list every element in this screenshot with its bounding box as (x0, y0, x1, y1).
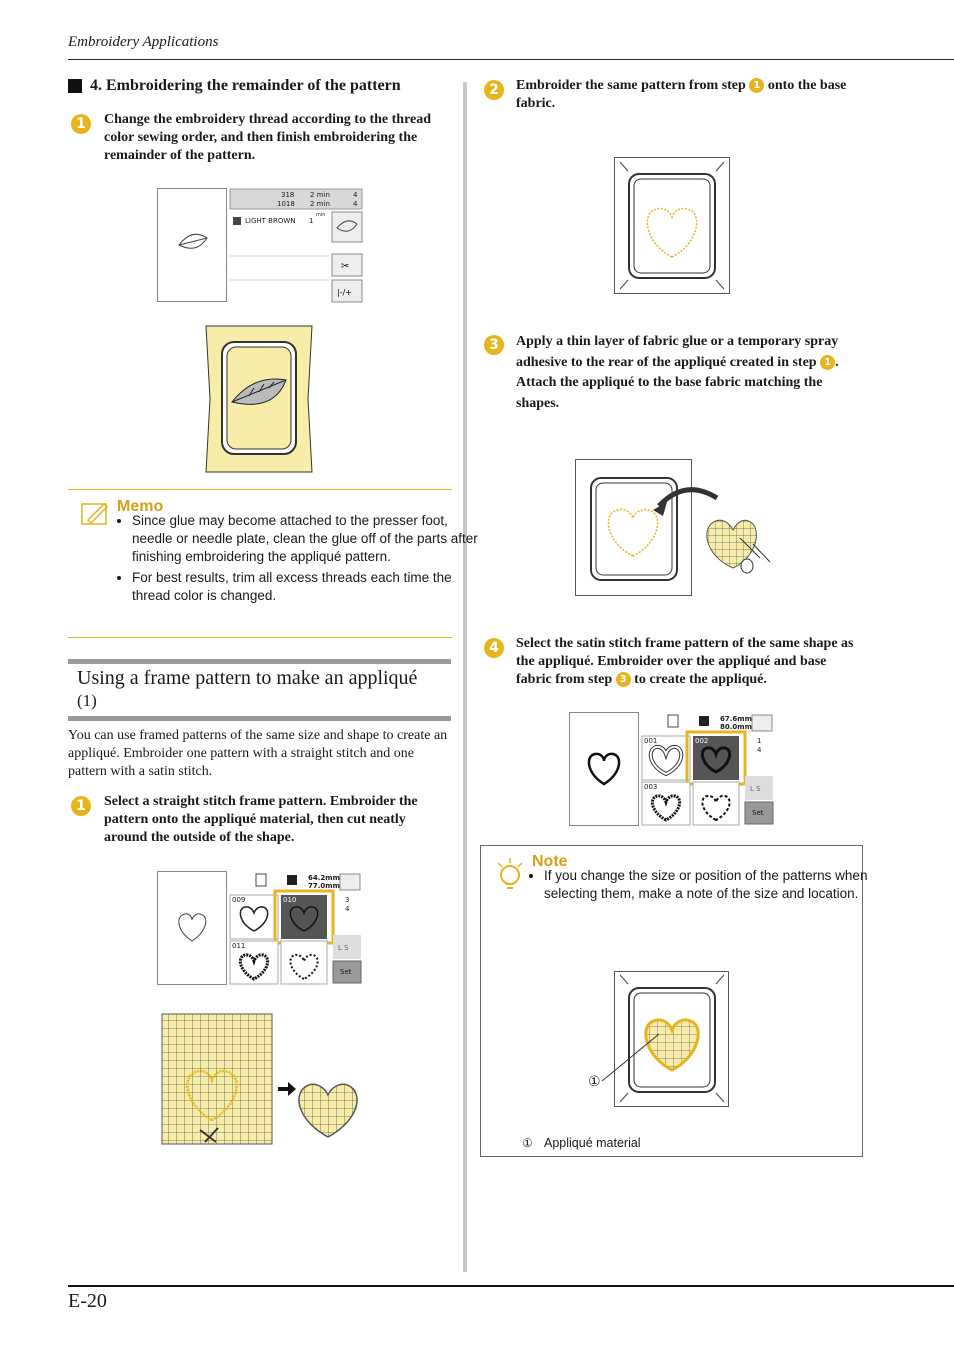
section4-heading: 4. Embroidering the remainder of the pat… (90, 77, 401, 94)
bottom-rule (68, 1285, 954, 1287)
memo-item: Since glue may become attached to the pr… (132, 512, 484, 566)
time-current: 2 min (310, 191, 330, 199)
pattern-height: 77.0mm (308, 882, 340, 890)
thread-time-unit: min (316, 212, 326, 218)
section-title-text: Using a frame pattern to make an appliqu… (77, 667, 418, 689)
square-bullet-icon (68, 79, 82, 93)
note-item: If you change the size or position of th… (544, 867, 890, 903)
svg-text:✂: ✂ (341, 261, 349, 272)
step-number-3: 3 (484, 335, 504, 355)
step4-text: Select the satin stitch frame pattern of… (516, 635, 861, 689)
stitch-counter-current: 318 (281, 191, 295, 199)
thread-time: 1 (309, 217, 314, 225)
pattern-cell-label[interactable]: 010 (283, 896, 297, 904)
step2-text-a: Embroider the same pattern from step (516, 78, 746, 93)
pattern-cell-label[interactable]: 001 (644, 737, 658, 745)
pattern-height: 80.0mm (720, 723, 752, 731)
base-fabric-frame-illustration (614, 157, 730, 294)
pattern-width: 64.2mm (308, 874, 340, 882)
memo-top-rule (68, 489, 452, 490)
page-total: 4 (345, 905, 350, 913)
step3-text-b: . Attach the appliqué to the base fabric… (516, 354, 839, 411)
step2-text-b: onto the base fabric. (516, 78, 847, 111)
running-title: Embroidery Applications (68, 34, 219, 50)
note-title: Note (532, 853, 568, 870)
column-divider (463, 82, 467, 1272)
memo-bottom-rule (68, 637, 452, 638)
hoop-leaf-illustration (204, 324, 314, 474)
color-total: 4 (353, 200, 358, 208)
step-number-1: 1 (71, 114, 91, 134)
lcd-screen-embroidering: ✂ |-/+ 318 1018 2 min 2 min 4 4 LIGHT BR… (157, 188, 364, 303)
pattern-cell-label[interactable]: 011 (232, 942, 246, 950)
set-button[interactable]: Set (340, 968, 352, 976)
pattern-cell-label[interactable]: 009 (232, 896, 246, 904)
section-title: Using a frame pattern to make an appliqu… (77, 667, 451, 712)
pattern-width: 67.6mm (720, 715, 752, 723)
time-total: 2 min (310, 200, 330, 208)
top-rule (68, 59, 954, 60)
section-bottom-bar (68, 716, 451, 721)
ls-toggle[interactable]: L S (338, 944, 349, 952)
lcd-screen-pattern-select-1: 64.2mm 77.0mm 3 4 009 010 011 L S Set (157, 871, 364, 986)
page-current: 3 (345, 896, 350, 904)
step1b-text: Select a straight stitch frame pattern. … (104, 794, 418, 845)
section-top-bar (68, 659, 451, 664)
color-index: 4 (353, 191, 358, 199)
finished-applique-illustration (585, 970, 730, 1108)
note-list: If you change the size or position of th… (512, 867, 890, 906)
page-total: 4 (757, 746, 762, 754)
memo-item: For best results, trim all excess thread… (132, 569, 484, 605)
callout-number: ① (588, 1074, 601, 1090)
memo-list: Since glue may become attached to the pr… (100, 512, 484, 608)
pattern-cell-label[interactable]: 002 (695, 737, 709, 745)
step3-ref: 1 (820, 354, 836, 370)
memo-title: Memo (117, 498, 164, 515)
section-title-number: (1) (77, 691, 97, 710)
page-current: 1 (757, 737, 762, 745)
lcd-screen-pattern-select-2: 67.6mm 80.0mm 1 4 001 002 003 L S Set (569, 712, 776, 827)
page-number: E-20 (68, 1290, 107, 1312)
caption-number: ① (522, 1136, 533, 1150)
pattern-cell-label[interactable]: 003 (644, 783, 658, 791)
step4-ref: 3 (615, 672, 631, 688)
step-number-2: 2 (484, 80, 504, 100)
lightbulb-icon (494, 857, 524, 891)
attach-applique-illustration (575, 458, 775, 596)
caption-text: Appliqué material (544, 1136, 641, 1150)
ls-toggle[interactable]: L S (750, 785, 761, 793)
step4-text-a: Select the satin stitch frame pattern of… (516, 636, 854, 687)
step3-text: Apply a thin layer of fabric glue or a t… (516, 332, 861, 414)
stitch-counter-total: 1018 (277, 200, 295, 208)
set-button[interactable]: Set (752, 809, 764, 817)
step-number-4: 4 (484, 638, 504, 658)
step4-text-b: to create the appliqué. (634, 672, 767, 687)
svg-text:|-/+: |-/+ (337, 288, 352, 297)
memo-pencil-icon (80, 500, 110, 528)
step2-text: Embroider the same pattern from step 1 o… (516, 77, 861, 113)
thread-name: LIGHT BROWN (245, 217, 296, 225)
cut-applique-illustration (160, 1012, 365, 1152)
step3-text-a: Apply a thin layer of fabric glue or a t… (516, 334, 839, 370)
step2-ref: 1 (749, 78, 765, 94)
step1-text: Change the embroidery thread according t… (104, 112, 432, 163)
step-number-1b: 1 (71, 796, 91, 816)
note-box (480, 845, 863, 1157)
intro-paragraph: You can use framed patterns of the same … (68, 728, 448, 779)
